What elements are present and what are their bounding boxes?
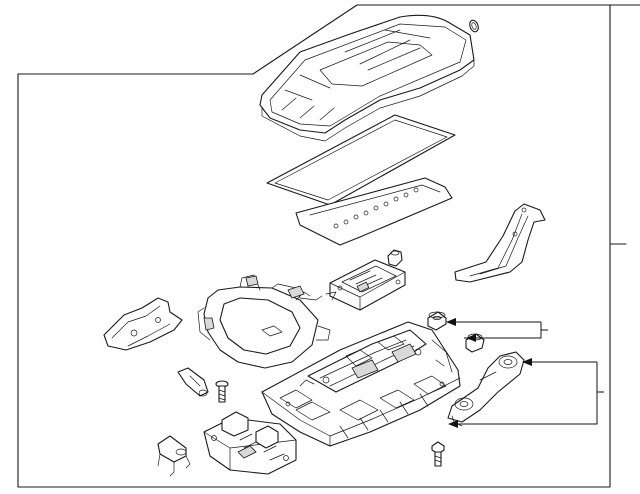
nut-b[interactable] [428,312,446,330]
cable-clamp[interactable] [158,436,190,476]
fuse-seal-plug[interactable] [468,19,480,33]
assembly-frame [18,5,640,487]
screw-bolt[interactable] [432,442,444,466]
mounting-bracket-left[interactable] [104,298,182,350]
junction-block[interactable] [204,412,296,474]
hinge-bracket[interactable] [448,352,524,426]
battery-cover[interactable] [260,15,474,141]
cover-seal-gasket[interactable] [267,115,455,205]
control-module-board[interactable] [330,260,405,310]
nut-a[interactable] [388,250,402,266]
gasket-with-bolts[interactable] [296,178,452,245]
callout-leader-lower [448,358,604,428]
wiring-harness-frame[interactable] [198,275,336,368]
screw-bolt-a[interactable] [216,381,228,402]
mounting-bracket-right[interactable] [455,204,545,282]
callout-leader-upper [446,318,548,342]
clip-fastener[interactable] [178,368,208,396]
battery-tray-assembly[interactable] [262,322,460,446]
